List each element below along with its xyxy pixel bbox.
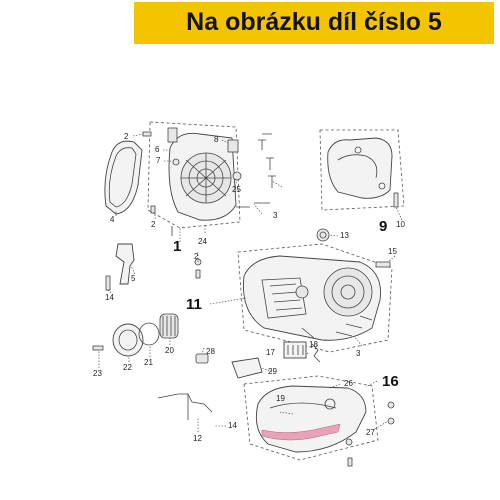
part-25-plug [232, 171, 242, 181]
part-13-seal [316, 228, 330, 242]
pipe-12 [157, 393, 213, 413]
callout-2c: 2 [194, 252, 199, 261]
part-23-screw [92, 345, 104, 351]
callout-24: 24 [198, 237, 207, 246]
part-10-bolt [393, 192, 399, 208]
part-27-screw-3 [345, 438, 353, 446]
part-20-filter [159, 313, 179, 339]
part-21-oring [138, 322, 160, 346]
group-16-outline [243, 375, 379, 461]
callout-7: 7 [156, 156, 161, 165]
part-18-spring [311, 343, 321, 363]
callout-15: 15 [388, 247, 397, 256]
callout-16: 16 [382, 373, 399, 390]
part-8-clip [227, 139, 239, 153]
callout-26: 26 [344, 379, 353, 388]
group-9-outline [319, 129, 405, 211]
callout-10: 10 [396, 220, 405, 229]
part-15-bolt [375, 261, 391, 268]
callout-19: 19 [276, 394, 285, 403]
clutch-housing [323, 267, 373, 317]
part-14-screw-left [105, 275, 111, 291]
callout-6: 6 [155, 145, 160, 154]
part-27-screw-1 [387, 401, 395, 409]
callout-9: 9 [379, 218, 387, 235]
part-22-housing [112, 323, 144, 357]
header-title: Na obrázku díl číslo 5 [186, 8, 442, 36]
highlight-strip [261, 423, 341, 441]
group-1-outline [147, 121, 241, 229]
bracket-5 [115, 243, 135, 285]
callout-4: 4 [110, 215, 115, 224]
callout-22: 22 [123, 363, 132, 372]
callout-21: 21 [144, 358, 153, 367]
part-6-bolt [167, 127, 178, 143]
part-2-screw-top [142, 131, 152, 137]
part-2-screw-bottom [150, 205, 156, 214]
part-29-mount [231, 357, 263, 379]
part-17-filter-plate [283, 341, 307, 359]
callout-13: 13 [340, 231, 349, 240]
callout-29: 29 [268, 367, 277, 376]
callout-25: 25 [232, 185, 241, 194]
part-27-screw-2 [387, 417, 395, 425]
gasket-4 [104, 140, 143, 215]
callout-8: 8 [214, 135, 219, 144]
callout-1: 1 [173, 238, 181, 255]
callout-28: 28 [206, 347, 215, 356]
part-27-screw-4 [347, 457, 353, 467]
callout-11: 11 [186, 296, 202, 313]
callout-3a: 3 [273, 211, 278, 220]
callout-12: 12 [193, 434, 202, 443]
header-banner: Na obrázku díl číslo 5 [134, 2, 494, 44]
callout-5: 5 [131, 274, 136, 283]
callout-14a: 14 [105, 293, 114, 302]
part-7-oring [172, 158, 180, 166]
callout-3b: 3 [356, 349, 361, 358]
callout-17: 17 [266, 348, 275, 357]
group-11-outline [237, 243, 393, 353]
callout-2b: 2 [151, 220, 156, 229]
callout-14b: 14 [228, 421, 237, 430]
callout-18: 18 [309, 340, 318, 349]
cover-9 [327, 137, 393, 199]
callout-20: 20 [165, 346, 174, 355]
callout-23: 23 [93, 369, 102, 378]
callout-2a: 2 [124, 132, 129, 141]
callout-27: 27 [366, 428, 375, 437]
